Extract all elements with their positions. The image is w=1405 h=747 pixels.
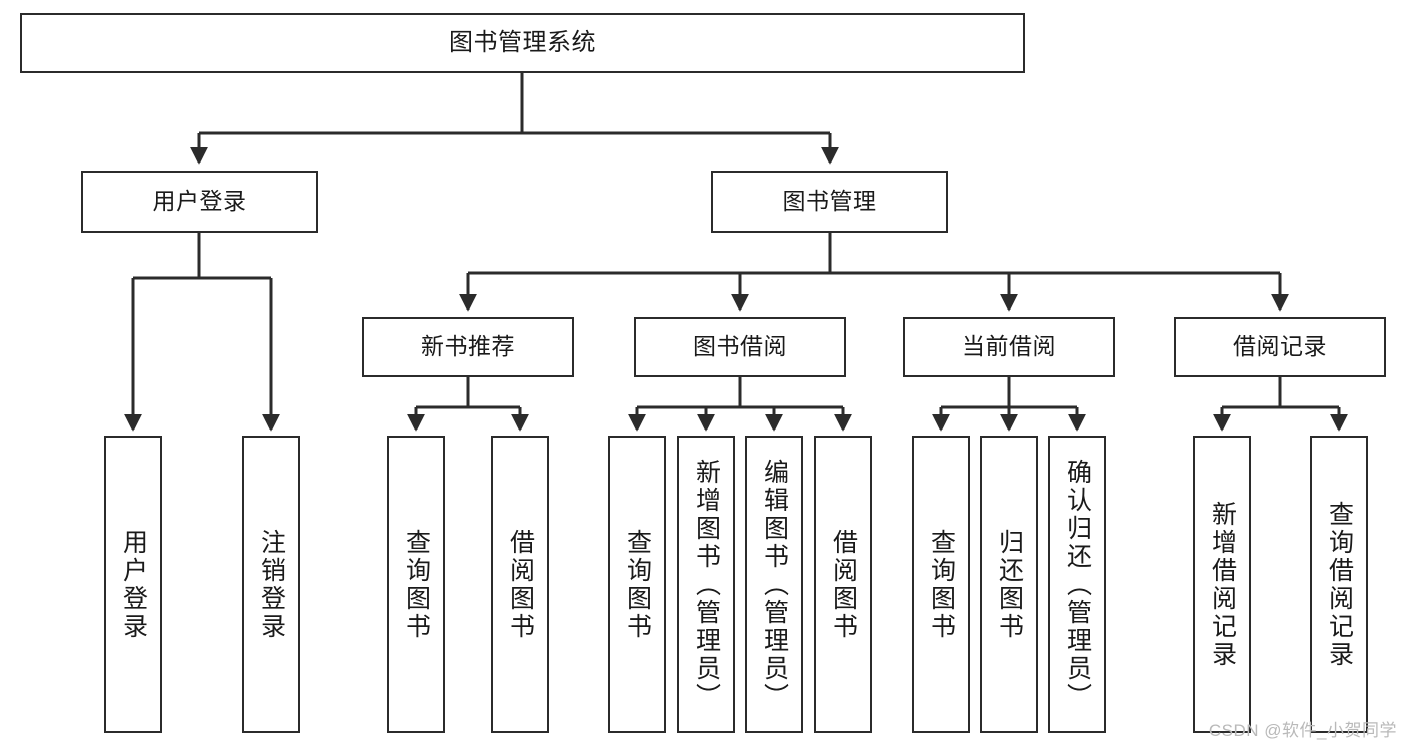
node-book-manage[interactable]: 图书管理 xyxy=(711,171,948,233)
node-leaf-edit-book-label: 编辑图书（管理员） xyxy=(760,458,789,711)
node-leaf-add-record-label: 新增借阅记录 xyxy=(1208,500,1237,669)
node-leaf-query-book-3[interactable]: 查询图书 xyxy=(912,436,970,733)
node-user-login-label: 用户登录 xyxy=(152,188,247,215)
node-leaf-confirm-return-label: 确认归还（管理员） xyxy=(1063,458,1092,711)
node-leaf-add-book-label: 新增图书（管理员） xyxy=(692,458,721,711)
node-leaf-query-record-label: 查询借阅记录 xyxy=(1325,500,1354,669)
node-new-book-rec-label: 新书推荐 xyxy=(421,333,515,360)
node-leaf-confirm-return[interactable]: 确认归还（管理员） xyxy=(1048,436,1106,733)
node-leaf-query-book-2[interactable]: 查询图书 xyxy=(608,436,666,733)
node-leaf-logout-login[interactable]: 注销登录 xyxy=(242,436,300,733)
node-leaf-add-book[interactable]: 新增图书（管理员） xyxy=(677,436,735,733)
node-book-borrow[interactable]: 图书借阅 xyxy=(634,317,846,377)
node-borrow-record-label: 借阅记录 xyxy=(1233,333,1327,360)
node-leaf-borrow-book-1-label: 借阅图书 xyxy=(506,528,535,641)
node-book-borrow-label: 图书借阅 xyxy=(693,333,787,360)
node-user-login[interactable]: 用户登录 xyxy=(81,171,318,233)
node-leaf-logout-login-label: 注销登录 xyxy=(257,528,286,641)
node-root[interactable]: 图书管理系统 xyxy=(20,13,1025,73)
node-leaf-query-record[interactable]: 查询借阅记录 xyxy=(1310,436,1368,733)
node-leaf-query-book-1-label: 查询图书 xyxy=(402,528,431,641)
node-new-book-rec[interactable]: 新书推荐 xyxy=(362,317,574,377)
node-book-manage-label: 图书管理 xyxy=(782,188,877,215)
node-leaf-edit-book[interactable]: 编辑图书（管理员） xyxy=(745,436,803,733)
node-leaf-query-book-1[interactable]: 查询图书 xyxy=(387,436,445,733)
node-leaf-return-book[interactable]: 归还图书 xyxy=(980,436,1038,733)
node-leaf-user-login[interactable]: 用户登录 xyxy=(104,436,162,733)
node-leaf-user-login-label: 用户登录 xyxy=(119,528,148,641)
node-leaf-return-book-label: 归还图书 xyxy=(995,528,1024,641)
node-current-borrow-label: 当前借阅 xyxy=(962,333,1056,360)
node-current-borrow[interactable]: 当前借阅 xyxy=(903,317,1115,377)
node-leaf-query-book-3-label: 查询图书 xyxy=(927,528,956,641)
node-leaf-add-record[interactable]: 新增借阅记录 xyxy=(1193,436,1251,733)
node-leaf-borrow-book-2-label: 借阅图书 xyxy=(829,528,858,641)
node-root-label: 图书管理系统 xyxy=(449,28,596,56)
node-leaf-borrow-book-1[interactable]: 借阅图书 xyxy=(491,436,549,733)
node-leaf-query-book-2-label: 查询图书 xyxy=(623,528,652,641)
node-borrow-record[interactable]: 借阅记录 xyxy=(1174,317,1386,377)
node-leaf-borrow-book-2[interactable]: 借阅图书 xyxy=(814,436,872,733)
